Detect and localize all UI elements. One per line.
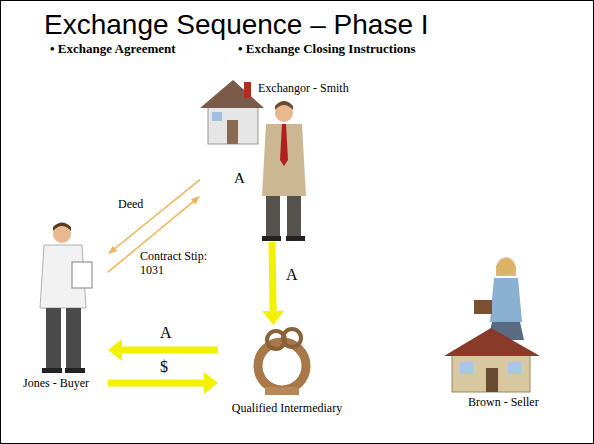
edge-label-holder: Contract Stip: 1031 — [138, 250, 212, 278]
buyer-figure — [40, 223, 92, 374]
edge-label: A — [284, 266, 300, 284]
annotation-label: • Exchange Agreement — [50, 42, 176, 57]
edge-label: $ — [158, 358, 170, 376]
annotation-label-holder: A — [234, 170, 245, 187]
house-icon — [444, 328, 540, 392]
connector-line — [119, 346, 218, 353]
figure-caption: Qualified Intermediary — [218, 402, 356, 416]
edge-label: Deed — [116, 198, 145, 212]
figure-caption: Brown - Seller — [468, 396, 539, 410]
annotation-label-holder: • Exchange Agreement — [50, 42, 176, 57]
seller-figure — [474, 257, 524, 340]
connector-line — [108, 379, 207, 386]
arrow-head — [204, 372, 218, 394]
figure-caption: Jones - Buyer — [23, 377, 89, 391]
edge-label-holder: A — [158, 324, 174, 342]
figure-caption-holder: Qualified Intermediary — [218, 402, 356, 416]
edge-label-holder: Deed — [116, 194, 145, 212]
figure-caption-holder: Jones - Buyer — [23, 377, 89, 391]
handcuff-icon — [258, 329, 306, 395]
arrow-head — [191, 196, 200, 204]
arrow-head — [262, 311, 284, 325]
connector-line — [114, 180, 200, 250]
exchangor-figure — [262, 101, 306, 241]
house-icon — [200, 80, 264, 144]
figure-node: Jones - Buyer — [15, 215, 108, 395]
transfer-arrow — [108, 180, 200, 254]
figure-node: Qualified Intermediary — [218, 325, 360, 420]
transfer-arrow — [262, 242, 284, 325]
arrow-head — [108, 339, 122, 361]
figure-caption: Exchangor - Smith — [258, 82, 349, 96]
figure-node: Brown - Seller — [440, 255, 580, 420]
figure-node: Exchangor - Smith — [200, 78, 360, 242]
slide-title-holder: Exchange Sequence – Phase I — [44, 8, 429, 42]
figure-caption-holder: Exchangor - Smith — [258, 82, 349, 96]
annotation-label: • Exchange Closing Instructions — [238, 42, 416, 57]
annotation-label: A — [234, 170, 245, 187]
arrow-head — [108, 246, 117, 254]
edge-label-holder: A — [284, 266, 300, 284]
figure-caption-holder: Brown - Seller — [468, 396, 539, 410]
slide-title: Exchange Sequence – Phase I — [44, 8, 429, 42]
edge-label: Contract Stip: 1031 — [138, 250, 212, 278]
edge-label-holder: $ — [158, 358, 170, 376]
connector-line — [272, 242, 273, 314]
annotation-label-holder: • Exchange Closing Instructions — [238, 42, 416, 57]
edge-label: A — [158, 324, 174, 342]
